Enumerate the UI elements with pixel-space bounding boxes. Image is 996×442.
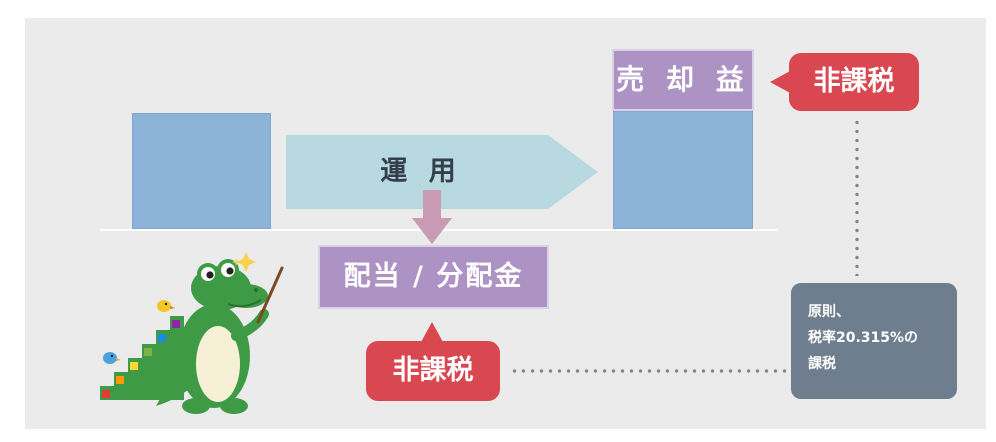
normal-tax-info-box: 原則、 税率20.315%の 課税	[791, 283, 957, 399]
principal-block	[132, 113, 271, 229]
tax-free-badge-capital-gain: 非課税	[789, 53, 919, 111]
dividend-box: 配当 / 分配金	[318, 245, 549, 309]
operation-label: 運 用	[380, 156, 462, 187]
tax-free-badge-dividend: 非課税	[366, 341, 500, 401]
crocodile-teacher-icon	[100, 252, 284, 414]
operation-arrow-icon	[286, 135, 598, 209]
sparkle-icon	[232, 252, 256, 272]
pointer-stick-icon	[256, 266, 284, 324]
bird-icon	[157, 300, 175, 312]
capital-gain-box: 売 却 益	[612, 49, 754, 111]
badge-pointer-icon	[770, 70, 792, 94]
bird-icon	[103, 352, 121, 364]
info-line-2: 税率20.315%の	[808, 330, 919, 346]
dotted-connector-horizontal	[510, 369, 790, 373]
info-line-3: 課税	[808, 356, 836, 372]
info-line-1: 原則、	[808, 304, 850, 320]
badge-pointer-icon	[420, 322, 444, 344]
dotted-connector-vertical	[855, 118, 859, 276]
down-arrow-icon	[412, 190, 452, 244]
stairs-icon	[100, 316, 184, 400]
grown-asset-block	[613, 111, 753, 229]
